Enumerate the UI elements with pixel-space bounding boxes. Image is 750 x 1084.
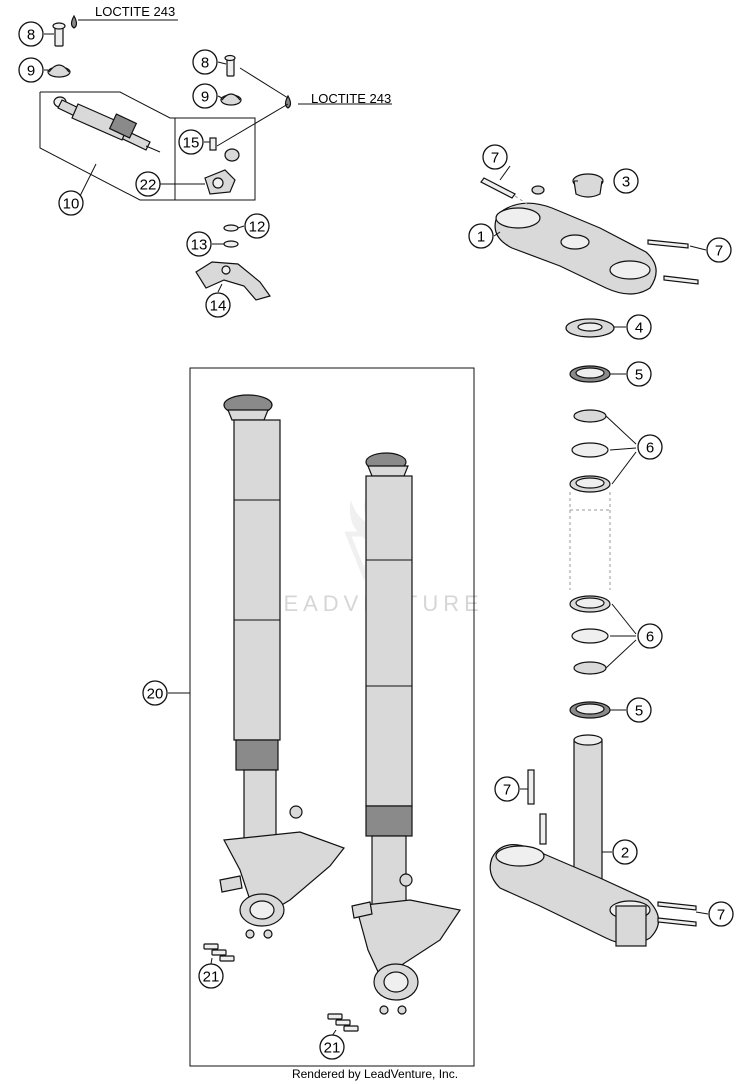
bolt-7-lower-a <box>527 769 535 805</box>
lower-triple-clamp <box>489 844 660 947</box>
bolt-8-middle <box>224 54 236 77</box>
bolt-7-top-b <box>647 239 689 249</box>
svg-text:21: 21 <box>203 969 220 986</box>
callout-12: 12 <box>244 213 270 239</box>
fork-assembly-box <box>189 367 475 1067</box>
fork-leg-right <box>351 452 461 1015</box>
clamp-22 <box>204 169 236 195</box>
top-triple-clamp <box>494 185 657 295</box>
loctite-top-label: LOCTITE 243 <box>95 4 175 19</box>
bolt-7-lower-c <box>657 901 697 911</box>
callout-5-upper: 5 <box>626 361 652 387</box>
callout-15: 15 <box>178 129 204 155</box>
footer-credit: Rendered by LeadVenture, Inc. <box>292 1067 458 1081</box>
bolt-7-lower-b <box>539 813 547 845</box>
callout-8-middle: 8 <box>192 49 218 75</box>
svg-text:21: 21 <box>324 1040 341 1057</box>
callout-6-lower: 6 <box>637 623 663 649</box>
bolts-21-left <box>203 943 235 962</box>
bolt-7-top-c <box>663 275 699 285</box>
svg-text:7: 7 <box>717 907 725 924</box>
cap-9-top-left <box>47 64 71 78</box>
svg-text:3: 3 <box>622 174 630 191</box>
bearing-6-upper <box>569 409 611 493</box>
callout-1: 1 <box>468 223 494 249</box>
steering-damper-box <box>39 91 256 201</box>
bolt-8-top-left <box>52 22 66 47</box>
svg-text:13: 13 <box>191 237 208 254</box>
callout-9-middle: 9 <box>192 83 218 109</box>
callout-5-lower: 5 <box>626 697 652 723</box>
callout-14: 14 <box>205 292 231 318</box>
svg-text:6: 6 <box>646 440 654 457</box>
svg-text:8: 8 <box>27 27 35 44</box>
callout-2: 2 <box>612 839 638 865</box>
callout-4: 4 <box>626 314 652 340</box>
callout-7-top-a: 7 <box>482 144 508 170</box>
washer-13 <box>223 240 239 248</box>
callout-13: 13 <box>186 231 212 257</box>
callout-21-right: 21 <box>319 1034 345 1060</box>
svg-text:15: 15 <box>183 135 200 152</box>
cap-9-middle <box>220 93 242 106</box>
bushing-small <box>224 148 240 162</box>
seal-5-upper <box>569 365 611 383</box>
svg-text:7: 7 <box>503 782 511 799</box>
bolts-21-right <box>327 1013 359 1032</box>
callout-10: 10 <box>58 190 84 216</box>
svg-text:5: 5 <box>635 367 643 384</box>
callout-21-left: 21 <box>198 963 224 989</box>
loctite-drop-top <box>70 14 78 29</box>
seal-5-lower <box>569 701 611 719</box>
bolt-7-lower-d <box>657 917 697 927</box>
svg-text:6: 6 <box>646 629 654 646</box>
callout-leaders <box>44 33 709 1037</box>
washer-12 <box>223 224 239 232</box>
callout-7-top-b: 7 <box>706 237 732 263</box>
svg-text:9: 9 <box>27 63 35 80</box>
svg-text:2: 2 <box>621 845 629 862</box>
svg-text:7: 7 <box>715 243 723 260</box>
svg-text:22: 22 <box>140 177 157 194</box>
svg-text:4: 4 <box>635 320 643 337</box>
steering-damper <box>53 96 161 153</box>
svg-text:8: 8 <box>201 55 209 72</box>
loctite-mid-label: LOCTITE 243 <box>311 91 391 106</box>
svg-text:10: 10 <box>63 196 80 213</box>
callout-22: 22 <box>135 171 161 197</box>
svg-text:1: 1 <box>477 229 485 246</box>
svg-text:20: 20 <box>147 686 164 703</box>
svg-text:5: 5 <box>635 703 643 720</box>
callout-7-lower-a: 7 <box>494 776 520 802</box>
bracket-14 <box>195 261 271 301</box>
fork-leg-left <box>219 394 345 939</box>
callout-7-lower-b: 7 <box>708 901 734 927</box>
steering-stem <box>573 734 603 881</box>
svg-text:12: 12 <box>249 219 266 236</box>
callout-9-top-left: 9 <box>18 57 44 83</box>
bearing-6-lower <box>569 595 611 675</box>
nut-3 <box>572 173 604 198</box>
bolt-15 <box>209 137 217 151</box>
callout-8-top-left: 8 <box>18 21 44 47</box>
callout-3: 3 <box>613 168 639 194</box>
svg-text:9: 9 <box>201 89 209 106</box>
dust-seal-4 <box>565 318 615 338</box>
svg-text:14: 14 <box>210 298 227 315</box>
callout-20: 20 <box>142 680 168 706</box>
bolt-7-top-a <box>480 177 516 199</box>
svg-text:7: 7 <box>491 150 499 167</box>
steering-tube-outline <box>569 492 612 590</box>
callout-6-upper: 6 <box>637 434 663 460</box>
